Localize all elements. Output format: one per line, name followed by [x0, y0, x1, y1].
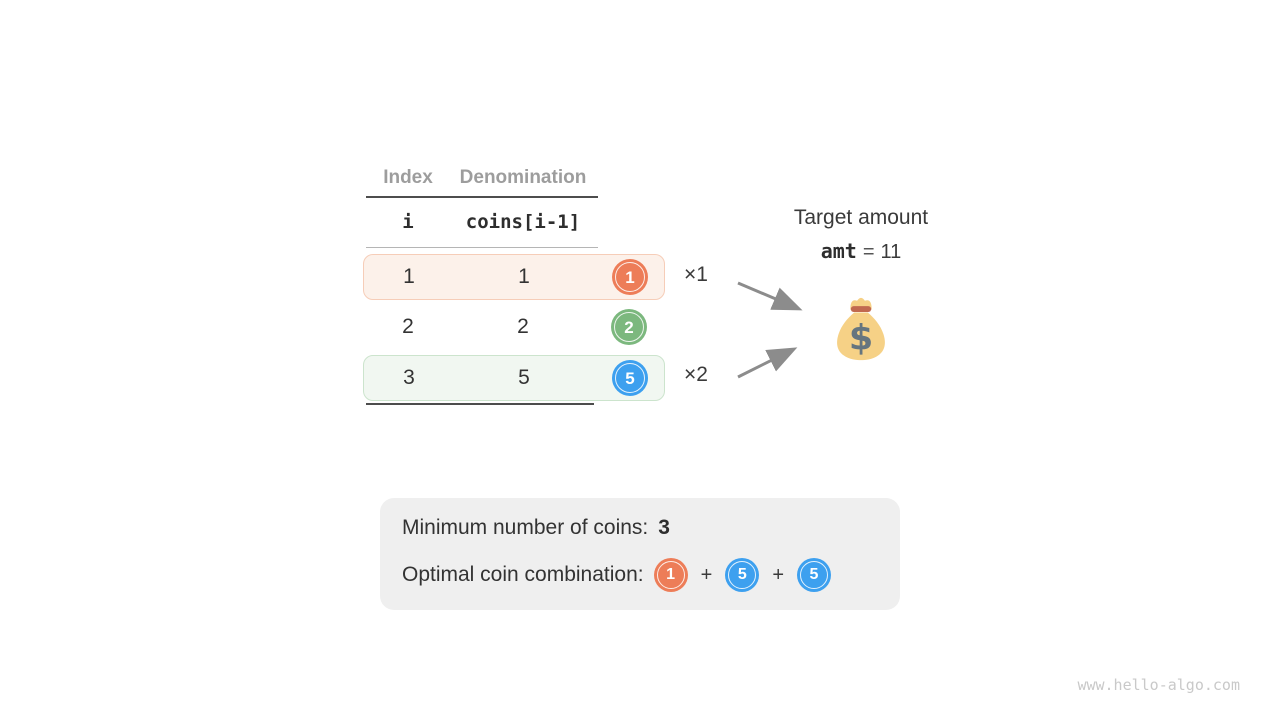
row3-index: 3 [403, 366, 415, 389]
table-mid-rule [366, 247, 598, 248]
plus-sign: + [700, 563, 713, 586]
min-coins-line: Minimum number of coins: 3 [402, 516, 878, 540]
multiplier-x1-label: ×1 [684, 263, 708, 286]
target-amount-block: Target amount amt=11 [755, 206, 967, 264]
table-code-header: i coins[i-1] [363, 199, 665, 245]
row3-denomination: 5 [518, 366, 530, 389]
combo-coin-5b-icon: 5 [797, 558, 831, 592]
table-row-2: 2 2 2 [363, 304, 665, 350]
min-coins-label: Minimum number of coins: [402, 516, 649, 539]
arrow-row1-to-bag [737, 281, 803, 311]
target-amount-value: 11 [880, 241, 902, 263]
code-header-coins: coins[i-1] [465, 211, 581, 233]
amt-variable: amt [820, 239, 857, 263]
combo-coin-5a-icon: 5 [725, 558, 760, 592]
column-header-denomination: Denomination [459, 167, 587, 188]
table-column-headers: Index Denomination [363, 160, 665, 196]
table-top-rule [366, 196, 598, 198]
row2-denomination: 2 [517, 315, 529, 338]
row1-index: 1 [403, 265, 415, 288]
plus-sign: + [772, 563, 784, 586]
combination-label: Optimal coin combination: [402, 563, 644, 586]
min-coins-value: 3 [658, 516, 670, 539]
target-amount-equation: amt=11 [755, 239, 967, 264]
table-row-1: 1 1 1 [363, 254, 665, 300]
table-row-3: 3 5 5 [363, 355, 665, 401]
money-bag-icon: $ [837, 297, 885, 361]
combination-line: Optimal coin combination: 1 + 5 + 5 [402, 558, 878, 592]
coin-1-icon: 1 [612, 259, 648, 295]
combo-coin-1-icon: 1 [653, 558, 688, 592]
summary-box: Minimum number of coins: 3 Optimal coin … [380, 498, 900, 610]
column-header-index: Index [383, 167, 433, 188]
target-amount-title: Target amount [793, 206, 929, 229]
arrow-row3-to-bag [737, 347, 798, 379]
svg-text:$: $ [849, 318, 873, 358]
row1-denomination: 1 [518, 265, 530, 288]
coin-2-icon: 2 [611, 309, 647, 345]
equals-sign: = [862, 241, 875, 263]
code-header-i: i [402, 211, 414, 233]
site-watermark: www.hello-algo.com [1077, 676, 1240, 694]
table-bottom-rule [366, 403, 594, 405]
multiplier-x2-label: ×2 [684, 363, 708, 386]
row2-index: 2 [402, 315, 414, 338]
coin-5-icon: 5 [612, 360, 648, 396]
